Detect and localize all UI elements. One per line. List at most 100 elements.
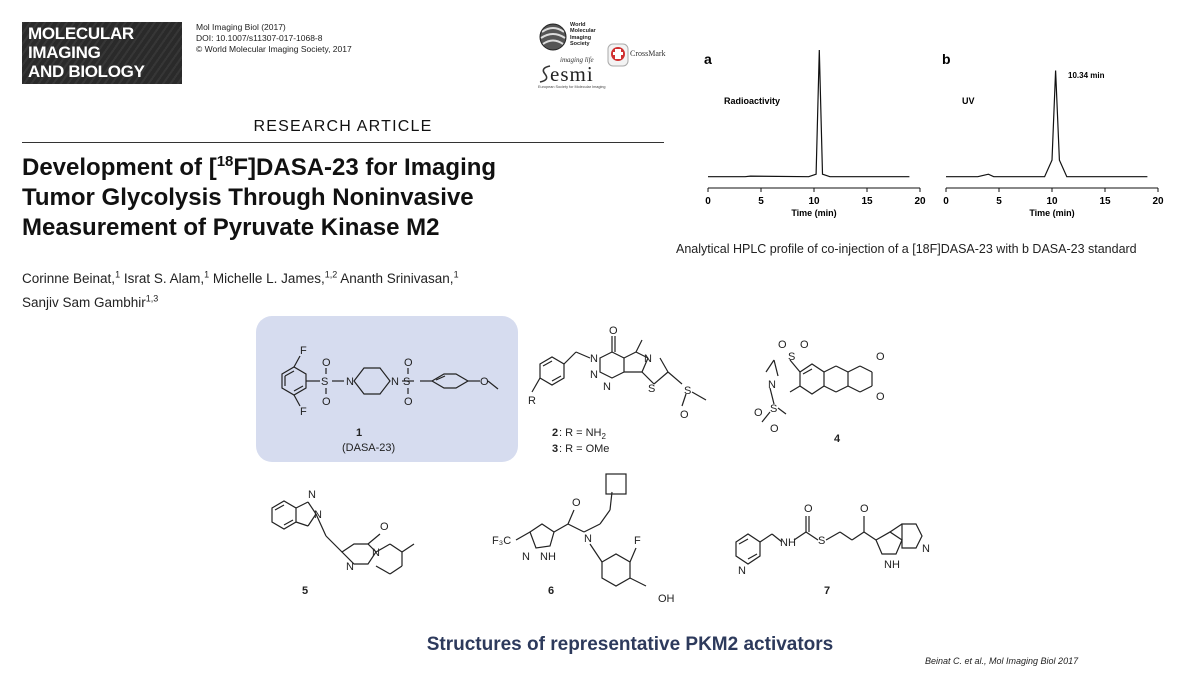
panel-b-peak-label: 10.34 min <box>1068 71 1105 80</box>
atom-label: O <box>876 351 885 363</box>
atom-label: S <box>321 376 328 388</box>
compound-number: 6 <box>548 585 554 597</box>
atom-label: S <box>818 535 825 547</box>
atom-label: O <box>800 339 809 351</box>
crossmark-icon[interactable] <box>607 43 629 67</box>
atom-label: O <box>609 325 618 337</box>
atom-label: N <box>391 376 399 388</box>
atom-label: N <box>584 533 592 545</box>
compound-1-structure <box>281 355 499 407</box>
compound-name: (DASA-23) <box>342 442 395 454</box>
atom-label: S <box>788 351 795 363</box>
journal-citation: Mol Imaging Biol (2017) <box>196 22 286 32</box>
atom-label: N <box>308 489 316 501</box>
x-tick-label: 15 <box>1099 196 1111 207</box>
x-tick-label: 10 <box>808 196 820 207</box>
atom-label: F₃C <box>492 535 511 547</box>
author: Ananth Srinivasan,1 <box>340 269 459 286</box>
atom-label: O <box>778 339 787 351</box>
atom-label: O <box>322 357 331 369</box>
compound-3-r-group: : R = OMe <box>559 443 609 455</box>
article-title: Development of [18F]DASA-23 for Imaging … <box>22 153 662 243</box>
atom-label: O <box>770 423 779 435</box>
atom-label: O <box>804 503 813 515</box>
atom-label: N <box>644 353 652 365</box>
structures-panel: F F S O O N N S O O O 1 (DASA-23) O N N … <box>256 316 930 605</box>
compound-number: 5 <box>302 585 308 597</box>
author: Israt S. Alam,1 <box>123 269 210 286</box>
x-tick-label: 20 <box>914 196 926 207</box>
atom-label: N <box>590 353 598 365</box>
atom-label: O <box>754 407 763 419</box>
atom-label: F <box>634 535 641 547</box>
author: Michelle L. James,1,2 <box>212 269 338 286</box>
atom-label: N <box>603 381 611 393</box>
esmi-swirl-icon <box>539 65 551 83</box>
title-line: Development of [18F]DASA-23 for Imaging <box>22 153 497 181</box>
atom-label: S <box>403 376 410 388</box>
compound-number: 1 <box>356 427 362 439</box>
atom-label: N <box>346 561 354 573</box>
wmis-line: Society <box>570 40 590 47</box>
atom-label: N <box>314 509 322 521</box>
atom-label: O <box>572 497 581 509</box>
atom-label: N <box>372 547 380 559</box>
atom-label: F <box>300 406 307 418</box>
x-tick-label: 5 <box>758 196 764 207</box>
wmis-globe-icon <box>539 23 567 51</box>
esmi-subtitle: European Society for Molecular Imaging <box>538 85 606 89</box>
compound-2-3-structure <box>531 336 707 407</box>
compound-number: 3 <box>552 443 558 455</box>
atom-label: NH <box>780 537 796 549</box>
atom-label: N <box>768 379 776 391</box>
x-tick-label: 10 <box>1046 196 1058 207</box>
atom-label: S <box>648 383 655 395</box>
journal-logo-line: IMAGING <box>28 43 101 62</box>
atom-label: S <box>684 385 691 397</box>
author: Sanjiv Sam Gambhir1,3 <box>22 293 159 311</box>
wmis-line: Imaging <box>570 34 592 41</box>
panel-b-letter: b <box>942 51 951 67</box>
panel-a-label: Radioactivity <box>724 96 780 106</box>
slide-citation: Beinat C. et al., Mol Imaging Biol 2017 <box>925 656 1079 666</box>
atom-label: N <box>922 543 930 555</box>
compound-6-structure <box>515 473 647 587</box>
compound-number: 2 <box>552 427 558 439</box>
x-axis-label: Time (min) <box>1029 208 1074 218</box>
doi-link[interactable]: DOI: 10.1007/s11307-017-1068-8 <box>196 33 323 43</box>
x-tick-label: 20 <box>1152 196 1164 207</box>
esmi-tagline: imaging life <box>560 56 594 64</box>
author: Corinne Beinat,1 <box>22 269 121 286</box>
atom-label: O <box>860 503 869 515</box>
structures-title: Structures of representative PKM2 activa… <box>426 634 834 655</box>
compound-5-structure <box>271 500 415 575</box>
atom-label: O <box>480 376 489 388</box>
x-tick-label: 0 <box>705 196 711 207</box>
esmi-name: esmi <box>550 62 594 86</box>
journal-logo: MOLECULAR IMAGING AND BIOLOGY <box>22 22 182 84</box>
atom-label: N <box>590 369 598 381</box>
x-tick-label: 0 <box>943 196 949 207</box>
atom-label: N <box>738 565 746 577</box>
x-tick-label: 15 <box>861 196 873 207</box>
compound-4-structure <box>761 359 873 423</box>
atom-label: O <box>680 409 689 421</box>
compound-number: 4 <box>834 433 841 445</box>
panel-a-letter: a <box>704 51 712 67</box>
hplc-caption: Analytical HPLC profile of co-injection … <box>676 242 1137 256</box>
chromatogram-trace-b <box>946 70 1148 178</box>
atom-label: N <box>522 551 530 563</box>
title-line: Tumor Glycolysis Through Noninvasive <box>22 184 474 211</box>
atom-label: N <box>346 376 354 388</box>
x-axis-label: Time (min) <box>791 208 836 218</box>
publication-meta: Mol Imaging Biol (2017) DOI: 10.1007/s11… <box>196 22 352 55</box>
compound-number: 7 <box>824 585 830 597</box>
atom-label: R <box>528 395 536 407</box>
chromatogram-trace-a <box>708 49 910 178</box>
title-line: Measurement of Pyruvate Kinase M2 <box>22 214 440 241</box>
atom-label: O <box>380 521 389 533</box>
x-tick-label: 5 <box>996 196 1002 207</box>
atom-label: O <box>404 357 413 369</box>
article-type: RESEARCH ARTICLE <box>253 118 433 135</box>
